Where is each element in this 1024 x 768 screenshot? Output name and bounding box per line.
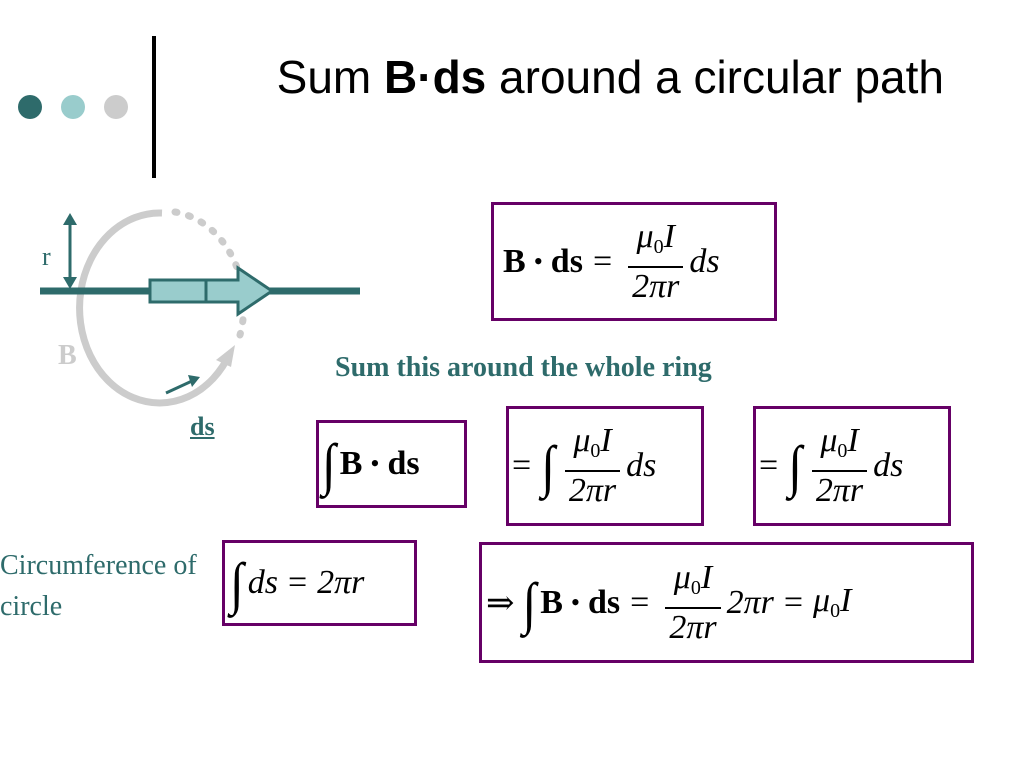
equation-b-dot-ds-box [491,202,777,321]
circumference-equation-box [222,540,417,626]
ds-arrowhead [188,375,200,387]
field-circle-arc [76,209,234,407]
ds-label: ds [190,412,215,441]
radius-label: r [42,242,51,271]
field-arrowhead [216,345,235,367]
field-circle-dotted-arc [171,208,248,339]
slide-title: Sum B·ds around a circular path [276,51,944,103]
integral-b-dot-ds-box [316,420,467,508]
integral-rhs-box-1 [506,406,704,526]
title-divider [152,36,156,178]
current-arrow [148,265,275,317]
field-label: B [58,340,77,371]
ds-arrow-line [165,379,193,395]
decor-dot-gray [104,95,128,119]
decor-dot-teal [61,95,85,119]
circumference-caption: Circumference of circle [0,550,197,622]
integral-b-dot-ds: ∫B•ds [322,431,420,497]
ampere-law-result-box [479,542,974,663]
circumference-equation: ∫ds=2πr [230,550,365,616]
integral-rhs-box-2 [753,406,951,526]
decor-dot-dark [18,95,42,119]
radius-arrowhead-bottom [63,277,77,289]
circular-path-diagram [40,208,360,407]
sum-caption: Sum this around the whole ring [335,352,712,383]
radius-arrowhead-top [63,213,77,225]
